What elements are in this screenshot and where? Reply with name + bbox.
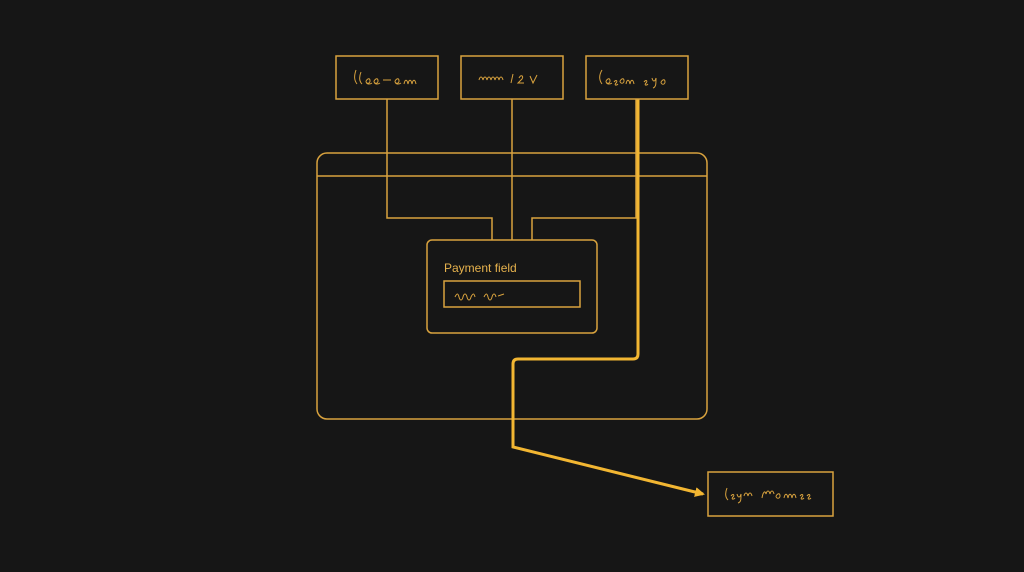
payment-panel [426,239,598,334]
source-box-3[interactable] [585,55,689,100]
payment-input-field[interactable] [443,280,581,308]
highlighted-flow-path [511,99,705,497]
source-box-1-scribble [354,69,417,85]
connector-source-3 [531,99,637,240]
connector-lines [386,99,637,240]
connector-source-1 [386,99,493,240]
source-box-2[interactable] [460,55,564,100]
destination-box[interactable] [707,471,834,517]
payment-input-scribble [454,293,505,301]
payment-panel-frame [426,239,598,334]
source-box-1[interactable] [335,55,439,100]
payment-field-label: Payment field [444,261,517,275]
source-box-3-scribble [599,69,666,89]
destination-box-scribble [725,487,812,504]
source-box-2-scribble [478,73,538,85]
